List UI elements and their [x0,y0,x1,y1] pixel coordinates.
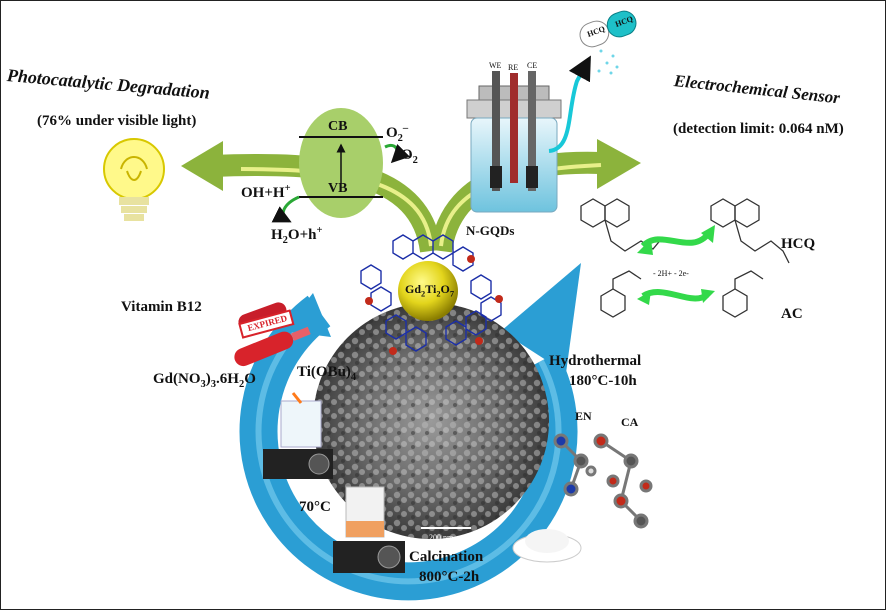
ac-label: AC [781,306,803,322]
hcq-structure-right [710,198,790,264]
ac-structure-left [600,270,642,318]
hcq-structure-left [580,198,664,252]
light-bulb-icon [103,138,165,221]
calcination-line2: 800°C-2h [419,569,480,585]
right-subtitle: (detection limit: 0.064 nM) [673,121,844,137]
gd-precursor-label: Gd(NO3)3.6H2O [153,371,256,390]
beaker-icon-lower [345,486,385,538]
vitamin-ampoule-icon [234,302,311,367]
water-hole-label: H2O+h+ [271,225,323,246]
beaker-icon [280,392,322,448]
core-label: Gd2Ti2O7 [405,282,455,299]
ngqds-network [360,234,502,352]
conversion-arrows [637,225,715,305]
ngqds-label: N-GQDs [466,223,515,238]
band-diagram [271,108,410,223]
ca-label: CA [621,415,639,429]
electrochemical-cell-icon [466,71,562,213]
superoxide-label: O2– [386,123,409,144]
vb-label: VB [328,181,348,196]
reaction-label: - 2H+ - 2e- [653,269,689,278]
ca-molecule-icon [593,433,653,529]
left-subtitle: (76% under visible light) [37,113,197,129]
temperature-70-label: 70°C [299,499,331,515]
ti-precursor-label: Ti(OBu)4 [297,364,357,383]
sem-image [313,303,549,539]
ngqds-atoms [365,255,503,355]
ce-label: CE [527,61,538,70]
gd2ti2o7-core [398,261,458,321]
vitamin-label: Vitamin B12 [121,299,202,315]
synthesis-cycle-arrow [239,263,581,601]
we-label: WE [489,61,502,70]
oxygen-label: O2 [401,147,418,166]
ac-structure-right [722,270,764,318]
hydrothermal-line2: 180°C-10h [569,373,637,389]
calcination-line1: Calcination [409,549,484,565]
scale-bar-label: 200 nm [429,533,454,542]
re-label: RE [508,63,519,72]
hot-plate-icon-lower [333,541,405,573]
en-label: EN [575,409,592,423]
powder-dish-icon [512,529,582,563]
cb-label: CB [328,119,348,134]
hydroxyl-label: OH+H+ [241,183,291,201]
hcq-label: HCQ [781,236,816,252]
hcq-capsule-icon [548,10,637,153]
hydrothermal-line1: Hydrothermal [549,353,642,369]
en-molecule-icon [553,433,597,497]
hot-plate-icon-upper [263,449,333,479]
